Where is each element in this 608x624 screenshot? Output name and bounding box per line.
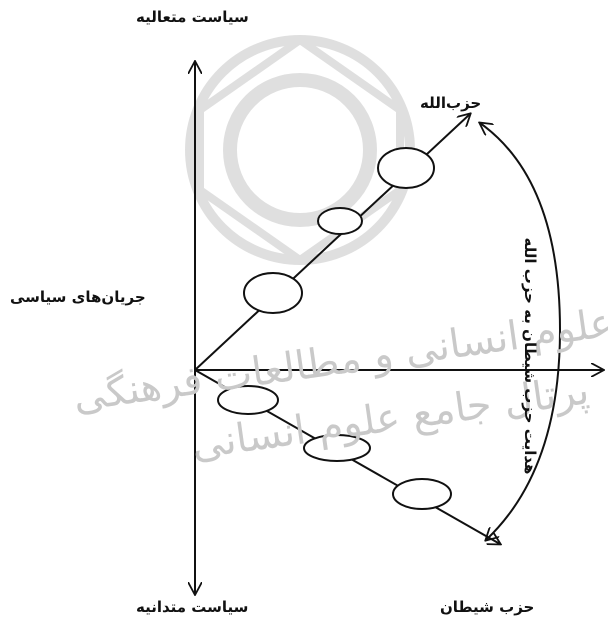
label-political-currents: جریان‌های سیاسی: [10, 288, 146, 306]
watermark-rosette: [190, 40, 410, 260]
label-transcendent-politics: سیاست متعالیه: [136, 8, 249, 26]
lower-ellipse-3: [393, 479, 451, 509]
label-lower-politics: سیاست متدانیه: [136, 598, 248, 616]
label-guidance-vertical: هدایت حزب شیطان به حزب الله: [520, 236, 540, 476]
label-hezbollah: حزب‌الله: [420, 94, 481, 112]
label-hezb-sheytan: حزب شیطان: [440, 598, 534, 616]
upper-ellipse-3: [378, 148, 434, 188]
upper-ellipse-2: [318, 208, 362, 234]
upper-ellipse-1: [244, 273, 302, 313]
label-guidance-text: هدایت حزب شیطان به حزب الله: [521, 238, 539, 475]
